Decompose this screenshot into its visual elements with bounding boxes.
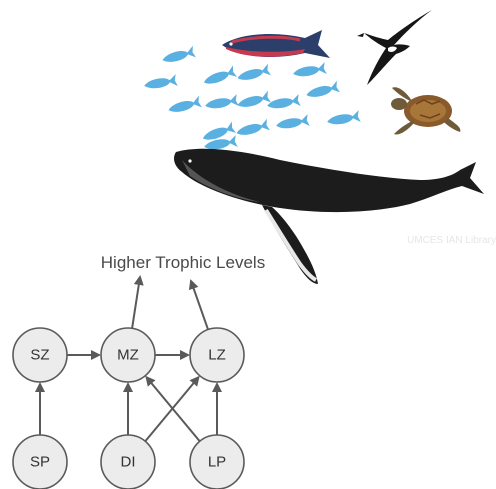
node-label: MZ [117,347,139,364]
node-mz: MZ [101,328,155,382]
node-label: LZ [208,347,226,364]
node-label: LP [208,454,226,471]
fish-icon [305,81,340,101]
node-label: SP [30,454,50,471]
edge-lz-to-higher [191,281,208,330]
fish-icon [292,62,327,80]
sea-turtle-icon [391,87,460,134]
fish-icon [204,94,239,112]
fish-icon [275,114,310,132]
illustration-group: UMCES IAN Library [143,10,496,284]
fish-icon [202,66,237,89]
fish-icon [161,46,196,66]
frigatebird-icon [357,10,432,85]
node-lz: LZ [190,328,244,382]
image-credit: UMCES IAN Library [407,235,496,246]
fish-icon [236,91,271,111]
fish-school-icon [143,46,361,153]
trophic-diagram: Higher Trophic Levels SZ MZ LZ SP DI LP [13,253,265,489]
salmon-icon [222,30,330,58]
fish-icon [326,110,361,128]
fish-icon [167,96,202,116]
node-di: DI [101,435,155,489]
node-label: SZ [30,347,49,364]
fish-icon [236,64,271,84]
higher-trophic-levels-label: Higher Trophic Levels [101,253,265,272]
fish-icon [266,94,301,112]
edge-mz-to-higher [132,277,140,328]
fish-icon [143,74,178,92]
node-sz: SZ [13,328,67,382]
node-lp: LP [190,435,244,489]
node-sp: SP [13,435,67,489]
node-label: DI [121,454,136,471]
fish-icon [235,119,270,139]
